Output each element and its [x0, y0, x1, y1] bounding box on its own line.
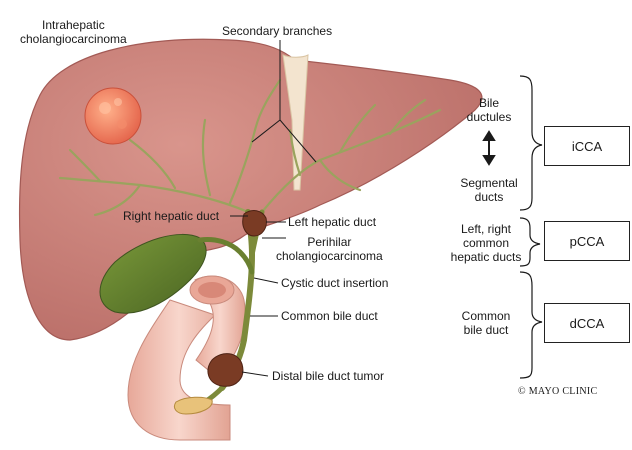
label-line: ductules	[466, 110, 512, 124]
label-hepatic-ducts: Left, right common hepatic ducts	[440, 222, 532, 264]
label-line: Segmental	[460, 176, 518, 190]
label-line: bile duct	[463, 323, 509, 337]
label-line: Common	[461, 309, 511, 323]
label-line: Bile	[478, 96, 499, 110]
box-pcca: pCCA	[544, 221, 630, 261]
bile-duct-tree	[58, 78, 442, 217]
label-line: common	[462, 236, 509, 250]
label-line: Intrahepatic	[42, 18, 105, 32]
label-secondary-branches: Secondary branches	[222, 24, 333, 38]
label-common-bile-duct: Common bile duct	[281, 309, 378, 323]
label-common-bile-duct-class: Common bile duct	[455, 309, 517, 337]
perihilar-tumor	[242, 210, 267, 237]
label-line: Perihilar	[307, 235, 352, 249]
distal-tumor	[207, 353, 244, 387]
falciform-ligament	[282, 54, 309, 191]
box-dcca: dCCA	[544, 303, 630, 343]
intrahepatic-tumor	[84, 87, 142, 145]
copyright-mayo-clinic: © MAYO CLINIC	[518, 386, 598, 397]
ampulla	[173, 396, 213, 415]
label-line: hepatic ducts	[450, 250, 522, 264]
gallbladder	[99, 234, 207, 314]
label-right-hepatic-duct: Right hepatic duct	[123, 209, 220, 223]
label-left-hepatic-duct: Left hepatic duct	[288, 215, 377, 229]
label-intrahepatic-cca: Intrahepatic cholangiocarcinoma	[20, 18, 127, 46]
label-bile-ductules: Bile ductules	[459, 96, 519, 124]
label-line: ducts	[474, 190, 504, 204]
label-line: cholangiocarcinoma	[276, 249, 383, 263]
label-line: cholangiocarcinoma	[20, 32, 127, 46]
label-cystic-duct-insertion: Cystic duct insertion	[281, 276, 389, 290]
label-distal-bile-duct-tumor: Distal bile duct tumor	[272, 369, 385, 383]
leader-lines	[230, 40, 317, 377]
double-arrow-icon	[482, 130, 496, 166]
box-icca: iCCA	[544, 126, 630, 166]
classification-brackets	[519, 75, 543, 379]
label-segmental-ducts: Segmental ducts	[454, 176, 524, 204]
label-line: Left, right	[460, 222, 512, 236]
label-perihilar-cca: Perihilar cholangiocarcinoma	[276, 235, 383, 263]
